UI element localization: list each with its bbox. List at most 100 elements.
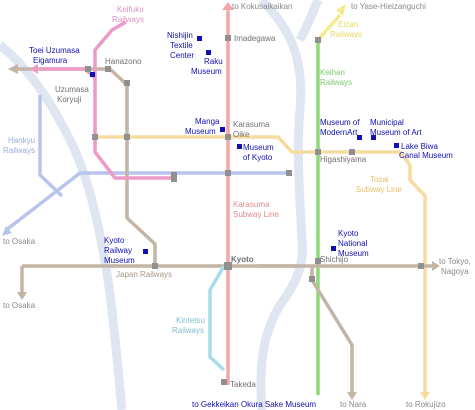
station-marker-yamashina[interactable]: [418, 263, 424, 269]
museum-marker-toei[interactable]: [90, 72, 95, 77]
national-label-3[interactable]: Museum: [338, 249, 369, 258]
kyoto-museum-label-2[interactable]: of Kyoto: [243, 153, 273, 162]
katsura-river: [0, 41, 127, 410]
station-markers: [85, 35, 424, 385]
station-marker-demachiyanagi[interactable]: [315, 37, 321, 43]
kintetsu-label-1: Kintetsu: [176, 316, 205, 325]
manga-label-1[interactable]: Manga: [195, 117, 220, 126]
modern-art-label-1[interactable]: Museum of: [320, 118, 360, 127]
nishijin-label-3[interactable]: Center: [170, 51, 194, 60]
museum-marker-raku[interactable]: [206, 50, 211, 55]
toei-label-2[interactable]: Eigamura: [33, 56, 68, 65]
dest-tokyo: to Tokyo,: [439, 257, 471, 266]
station-label-hanazono: Hanazono: [105, 57, 142, 66]
station-marker-takeda[interactable]: [221, 379, 227, 385]
karasuma-label-2: Subway Line: [233, 210, 279, 219]
museum-marker-national[interactable]: [331, 246, 336, 251]
dest-nara: to Nara: [340, 400, 367, 409]
kyoto-museum-label-1[interactable]: Museum: [243, 143, 274, 152]
station-marker-keihan-sanjo[interactable]: [315, 149, 321, 155]
manga-label-2[interactable]: Museum: [185, 127, 216, 136]
arrowhead-osaka-jr: [17, 292, 27, 300]
eizan-label-1: Eizan: [338, 20, 358, 29]
national-label-2[interactable]: National: [338, 239, 368, 248]
tozai-label-2: Subway Line: [356, 185, 402, 194]
arrowhead-sanin-west: [8, 64, 18, 74]
railway-label-1[interactable]: Kyoto: [104, 236, 125, 245]
national-label-1[interactable]: Kyoto: [338, 229, 359, 238]
station-label-higashiyama: Higashiyama: [320, 155, 367, 164]
nishijin-label-2[interactable]: Textile: [170, 41, 193, 50]
station-label-karasuma-1: Karasuma: [233, 120, 270, 129]
station-marker-omiya[interactable]: [171, 172, 177, 182]
station-marker-kawaramachi[interactable]: [286, 170, 292, 176]
jr-label: Japan Railways: [116, 270, 172, 279]
takano-river: [295, 0, 323, 43]
raku-label-2[interactable]: Museum: [191, 67, 222, 76]
museum-marker-biwa[interactable]: [394, 143, 399, 148]
biwa-label-1[interactable]: Lake Biwa: [401, 142, 438, 151]
station-marker-hanazono[interactable]: [105, 66, 111, 72]
dest-gekkeikan[interactable]: to Gekkeikan Okura Sake Museum: [192, 400, 316, 409]
station-marker-uzumasa-jr[interactable]: [124, 80, 130, 86]
dest-yase: to Yase-Hieizanguchi: [351, 2, 426, 11]
museum-markers: [90, 36, 399, 254]
toei-label-1[interactable]: Toei Uzumasa: [29, 46, 80, 55]
station-marker-tozai-west[interactable]: [92, 134, 98, 140]
raku-label-1[interactable]: Raku: [204, 57, 223, 66]
dest-nagoya: Nagoya: [441, 267, 469, 276]
station-marker-shijo[interactable]: [225, 170, 231, 176]
rivers: [0, 0, 323, 410]
station-marker-nijo[interactable]: [124, 134, 130, 140]
eizan-label-2: Railways: [330, 30, 362, 39]
direction-arrows: [2, 2, 440, 400]
keifuku-label-1: Keifuku: [117, 5, 144, 14]
station-marker-karasuma-oike[interactable]: [225, 134, 231, 140]
arrowhead-kokusaikaikan: [222, 2, 234, 10]
museum-marker-municipal[interactable]: [371, 135, 376, 140]
station-labels: Imadegawa Hanazono Uzumasa Koryuji Karas…: [55, 34, 367, 389]
museum-marker-kyoto[interactable]: [237, 144, 242, 149]
station-label-kyoto: Kyoto: [231, 255, 254, 264]
nishijin-label-1[interactable]: Nishijin: [167, 31, 193, 40]
station-label-takeda: Takeda: [230, 380, 256, 389]
museum-marker-railway[interactable]: [143, 249, 148, 254]
keihan-label-1: Keihan: [320, 68, 345, 77]
arrowhead-osaka-hankyu: [2, 226, 12, 236]
museum-labels: Toei Uzumasa Eigamura Nishijin Textile C…: [29, 31, 453, 265]
biwa-label-2[interactable]: Canal Museum: [399, 151, 453, 160]
station-label-shichijo: Shichijo: [320, 255, 349, 264]
tozai-label-1: Tozai: [370, 175, 389, 184]
municipal-label-2[interactable]: Museum of Art: [370, 128, 422, 137]
railway-label-2[interactable]: Railway: [104, 246, 132, 255]
karasuma-label-1: Karasuma: [233, 200, 270, 209]
station-marker-tanbaguchi[interactable]: [152, 263, 158, 269]
museum-marker-nishijin[interactable]: [197, 36, 202, 41]
station-marker-kyoto[interactable]: [224, 262, 232, 270]
station-label-uzumasa-2: Koryuji: [57, 95, 82, 104]
hankyu-label-1: Hankyu: [8, 136, 35, 145]
tozai-line: [95, 135, 427, 395]
museum-marker-manga[interactable]: [220, 127, 225, 132]
keifuku-label-2: Railways: [112, 15, 144, 24]
municipal-label-1[interactable]: Municipal: [370, 118, 404, 127]
destination-labels: to Kokusaikaikan to Yase-Hieizanguchi to…: [3, 2, 471, 409]
station-marker-imadegawa[interactable]: [225, 35, 231, 41]
station-label-uzumasa-1: Uzumasa: [55, 85, 89, 94]
station-label-karasuma-2: Oike: [233, 130, 250, 139]
station-marker-uzumasa-keifuku[interactable]: [85, 66, 91, 72]
railway-label-3[interactable]: Museum: [104, 256, 135, 265]
museum-marker-modern-art[interactable]: [357, 135, 362, 140]
station-marker-tofukuji[interactable]: [309, 276, 315, 282]
modern-art-label-2[interactable]: ModernArt: [320, 128, 358, 137]
dest-rokujizo: to Rokujizo: [406, 400, 446, 409]
dest-osaka-upper: to Osaka: [3, 237, 36, 246]
jr-nara-line: [310, 266, 354, 395]
station-marker-higashiyama[interactable]: [349, 149, 355, 155]
keifuku-branch: [93, 20, 127, 78]
station-marker-shichijo[interactable]: [315, 258, 321, 264]
dest-kokusaikaikan: to Kokusaikaikan: [232, 2, 292, 11]
arrowhead-keifuku-west: [30, 64, 38, 74]
arrowhead-nara: [347, 392, 357, 400]
